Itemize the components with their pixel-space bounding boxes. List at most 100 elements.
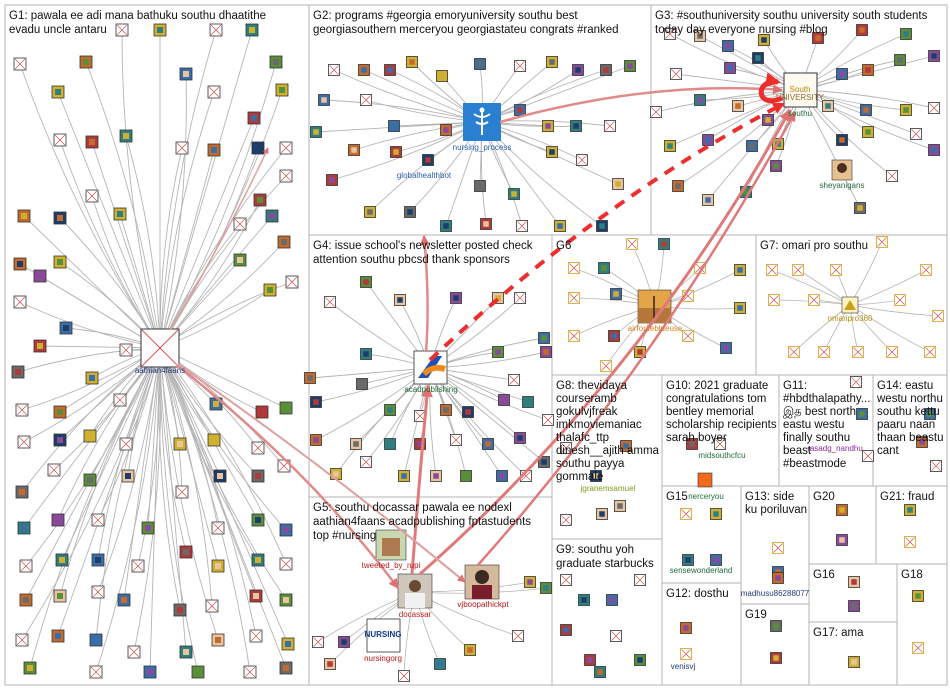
graph-node[interactable]: [127, 645, 141, 659]
graph-node[interactable]: [612, 178, 624, 190]
graph-node[interactable]: [279, 557, 293, 571]
graph-node[interactable]: [682, 330, 694, 342]
graph-node[interactable]: [430, 470, 442, 482]
graph-node[interactable]: [19, 593, 33, 607]
graph-node[interactable]: [384, 64, 396, 76]
graph-node[interactable]: [279, 593, 293, 607]
graph-node[interactable]: [508, 374, 520, 386]
graph-node[interactable]: [233, 217, 247, 231]
graph-node[interactable]: [141, 521, 155, 535]
graph-node[interactable]: [722, 40, 734, 52]
graph-node[interactable]: [89, 633, 103, 647]
graph-node[interactable]: [554, 220, 566, 232]
omaripro360-node[interactable]: [841, 296, 859, 314]
graph-node[interactable]: [620, 440, 632, 452]
graph-node[interactable]: [13, 257, 27, 271]
graph-node[interactable]: [680, 648, 692, 660]
graph-node[interactable]: [614, 500, 626, 512]
graph-node[interactable]: [650, 106, 662, 118]
graph-node[interactable]: [606, 594, 618, 606]
graph-node[interactable]: [47, 463, 61, 477]
graph-node[interactable]: [498, 394, 510, 406]
graph-node[interactable]: [854, 202, 866, 214]
graph-node[interactable]: [626, 238, 638, 250]
graph-node[interactable]: [358, 64, 370, 76]
graph-node[interactable]: [512, 630, 524, 642]
graph-node[interactable]: [15, 403, 29, 417]
graph-node[interactable]: [191, 665, 205, 679]
graph-node[interactable]: [213, 469, 227, 483]
graph-node[interactable]: [440, 404, 452, 416]
graph-node[interactable]: [822, 100, 834, 112]
graph-node[interactable]: [610, 630, 622, 642]
graph-node[interactable]: [894, 54, 906, 66]
graph-node[interactable]: [710, 508, 722, 520]
graph-node[interactable]: [440, 124, 452, 136]
graph-node[interactable]: [524, 576, 536, 588]
graph-node[interactable]: [758, 34, 770, 46]
graph-node[interactable]: [920, 264, 932, 276]
graph-node[interactable]: [211, 559, 225, 573]
aathian4faans-node[interactable]: [140, 328, 180, 368]
graph-node[interactable]: [121, 469, 135, 483]
graph-node[interactable]: [538, 456, 550, 468]
graph-node[interactable]: [175, 485, 189, 499]
vjboopathickpt-node[interactable]: [464, 564, 500, 600]
midsouthcfcu-node[interactable]: [697, 472, 713, 488]
graph-node[interactable]: [83, 429, 97, 443]
graph-node[interactable]: [604, 120, 616, 132]
graph-node[interactable]: [207, 85, 221, 99]
graph-node[interactable]: [89, 665, 103, 679]
graph-node[interactable]: [546, 146, 558, 158]
graph-node[interactable]: [856, 24, 868, 36]
graph-node[interactable]: [886, 170, 898, 182]
graph-node[interactable]: [119, 343, 133, 357]
graph-node[interactable]: [53, 133, 67, 147]
graph-node[interactable]: [263, 283, 277, 297]
graph-node[interactable]: [598, 262, 610, 274]
graph-node[interactable]: [560, 574, 572, 586]
graph-node[interactable]: [608, 330, 620, 342]
graph-node[interactable]: [658, 238, 670, 250]
graph-node[interactable]: [572, 64, 584, 76]
graph-node[interactable]: [576, 154, 588, 166]
graph-node[interactable]: [836, 534, 848, 546]
graph-node[interactable]: [179, 545, 193, 559]
graph-node[interactable]: [251, 553, 265, 567]
graph-node[interactable]: [450, 434, 462, 446]
graph-node[interactable]: [328, 64, 340, 76]
southu-node[interactable]: South UNIVERSITY: [776, 72, 825, 108]
graph-node[interactable]: [542, 414, 554, 426]
graph-node[interactable]: [770, 160, 782, 172]
graph-node[interactable]: [279, 523, 293, 537]
graph-node[interactable]: [546, 56, 558, 68]
graph-node[interactable]: [398, 470, 410, 482]
graph-node[interactable]: [904, 504, 916, 516]
graph-node[interactable]: [279, 401, 293, 415]
graph-node[interactable]: [514, 60, 526, 72]
graph-node[interactable]: [714, 438, 726, 450]
graph-node[interactable]: [422, 154, 434, 166]
graph-node[interactable]: [768, 294, 780, 306]
graph-node[interactable]: [474, 58, 486, 70]
graph-node[interactable]: [53, 255, 67, 269]
graph-node[interactable]: [243, 665, 257, 679]
graph-node[interactable]: [836, 504, 848, 516]
graph-node[interactable]: [848, 600, 860, 612]
tweeted-by-rupi-node[interactable]: [375, 529, 407, 561]
graph-node[interactable]: [304, 372, 316, 384]
graph-node[interactable]: [390, 146, 402, 158]
graph-node[interactable]: [173, 603, 187, 617]
graph-node[interactable]: [253, 193, 267, 207]
graph-node[interactable]: [85, 189, 99, 203]
graph-node[interactable]: [910, 128, 922, 140]
graph-node[interactable]: [251, 441, 265, 455]
graph-node[interactable]: [856, 408, 868, 420]
graph-node[interactable]: [514, 292, 526, 304]
graph-node[interactable]: [360, 456, 372, 468]
graph-node[interactable]: [394, 294, 406, 306]
graph-node[interactable]: [356, 378, 368, 390]
graph-node[interactable]: [590, 470, 602, 482]
graph-node[interactable]: [912, 642, 924, 654]
graph-node[interactable]: [119, 437, 133, 451]
